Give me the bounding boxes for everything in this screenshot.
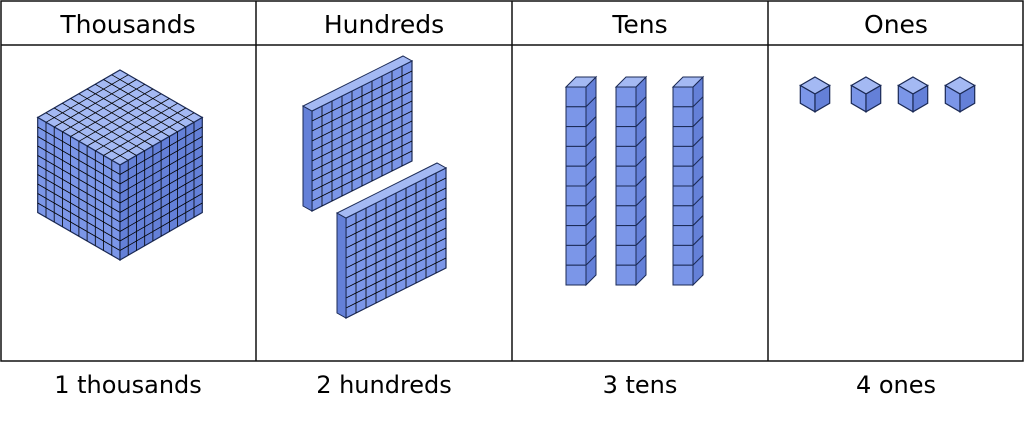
unit-cube [850,76,882,113]
flat-front-face-1-grid [311,66,413,206]
unit-cube [944,76,976,113]
ten-rod [564,75,598,287]
rod-top [614,76,648,88]
rod-front-cell [565,225,587,246]
rod-front-cell [565,165,587,187]
cube-top-face-grid [45,74,195,161]
unit-right-face [865,84,882,113]
rod-front-cell [615,225,637,246]
rod-front-cell [615,106,637,128]
rod-front-cell [672,106,694,128]
hundred-flat [335,162,448,319]
rod-front-cell [615,165,637,187]
ten-rod [671,75,705,287]
unit-right-face [959,84,976,113]
unit-right-face [912,84,929,113]
rod-front-cell [672,205,694,227]
rod-front-cell [565,106,587,128]
rod-front-cell [615,205,637,227]
flat-left-edge-2 [336,212,347,319]
label-ones: 4 ones [856,371,936,399]
rod-front-cell [615,126,637,147]
ten-rods-group [564,75,705,287]
rod-front-cell [565,145,587,167]
label-hundreds: 2 hundreds [316,371,452,399]
rod-front-cell [672,126,694,147]
header-thousands: Thousands [59,10,195,39]
rod-front-cell [615,185,637,207]
cube-left-face-grid [37,122,121,256]
hundred-flats-group [301,55,448,319]
flat-top-edge-2 [335,162,448,219]
rod-front-cell [672,225,694,246]
rod-side-cell [692,253,704,287]
rod-front-cell [565,126,587,147]
header-hundreds: Hundreds [324,10,444,39]
rod-front-cell [672,264,694,286]
label-thousands: 1 thousands [54,371,202,399]
hundred-flat [301,55,414,212]
unit-right-face [814,84,831,113]
flat-top-edge-1 [301,55,414,112]
rod-front-cell [672,185,694,207]
rod-front-cell [672,86,694,108]
rod-top [564,76,598,88]
rod-front-cell [615,86,637,108]
rod-front-cell [565,185,587,207]
rod-front-cell [615,244,637,266]
rod-front-cell [565,264,587,286]
flat-front-face-2-grid [345,173,447,313]
rod-front-cell [672,165,694,187]
rod-front-cell [615,264,637,286]
rod-front-cell [672,145,694,167]
header-tens: Tens [611,10,667,39]
unit-cubes-group [799,76,976,113]
rod-front-cell [672,244,694,266]
ten-rod [614,75,648,287]
rod-side-cell [585,253,597,287]
rod-front-cell [565,205,587,227]
flat-left-edge-1 [302,105,313,212]
label-tens: 3 tens [603,371,678,399]
unit-cube [799,76,831,113]
rod-front-cell [565,86,587,108]
rod-front-cell [565,244,587,266]
thousand-cube-group [36,69,204,262]
header-ones: Ones [864,10,928,39]
unit-cube [897,76,929,113]
cube-right-face [119,116,203,262]
rod-top [671,76,705,88]
rod-front-cell [615,145,637,167]
cube-left-face [37,116,121,262]
rod-side-cell [635,253,647,287]
cube-right-face-grid [119,122,203,256]
